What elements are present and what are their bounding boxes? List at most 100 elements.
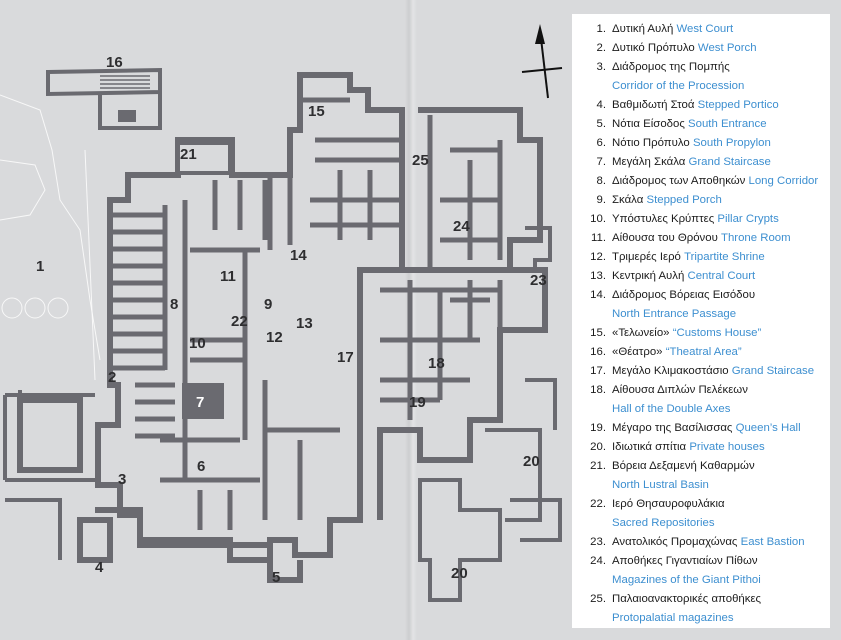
- legend-english-name: Corridor of the Procession: [612, 80, 745, 92]
- legend-number: 19.: [590, 422, 606, 434]
- map-label-18: 18: [428, 355, 445, 372]
- west-court-markings: [0, 94, 101, 381]
- legend-number: 24.: [590, 555, 606, 567]
- map-label-8: 8: [170, 296, 178, 313]
- map-label-20a: 20: [523, 453, 540, 470]
- legend-text: Δυτική Αυλή West Court: [612, 20, 824, 39]
- map-label-22: 22: [231, 313, 248, 330]
- legend-item: 5.Νότια Είσοδος South Entrance: [580, 115, 824, 134]
- map-label-9: 9: [264, 296, 272, 313]
- legend-number: 6.: [596, 137, 607, 149]
- legend-text: «Θέατρο» “Theatral Area”: [612, 343, 824, 362]
- legend-english-name: Private houses: [689, 441, 765, 453]
- legend-text: Βαθμιδωτή Στοά Stepped Portico: [612, 96, 824, 115]
- palace-plan-map[interactable]: 1 2 3 4 5 6 7 8 9 10 11 12 13 14 15 16 1…: [0, 0, 570, 640]
- map-label-19: 19: [409, 394, 426, 411]
- legend-item: 7.Μεγάλη Σκάλα Grand Staircase: [580, 153, 824, 172]
- legend-text: Υπόστυλες Κρύπτες Pillar Crypts: [612, 210, 824, 229]
- legend-number: 2.: [596, 42, 607, 54]
- map-label-17: 17: [337, 349, 354, 366]
- legend-english-name: Protopalatial magazines: [612, 612, 734, 624]
- legend-item: 4.Βαθμιδωτή Στοά Stepped Portico: [580, 96, 824, 115]
- legend-number: 10.: [590, 213, 606, 225]
- legend-english-name: Stepped Portico: [697, 99, 779, 111]
- legend-greek-name: Δυτική Αυλή: [612, 23, 674, 35]
- legend-english-name: Queen’s Hall: [735, 422, 801, 434]
- legend-greek-name: Διάδρομος της Πομπής: [612, 61, 730, 73]
- legend-number: 14.: [590, 289, 606, 301]
- legend-item: 13.Κεντρική Αυλή Central Court: [580, 267, 824, 286]
- legend-greek-name: Μέγαρο της Βασίλισσας: [612, 422, 733, 434]
- legend-text: Αίθουσα του Θρόνου Throne Room: [612, 229, 824, 248]
- legend-greek-name: Διάδρομος Βόρειας Εισόδου: [612, 289, 756, 301]
- legend-greek-name: Ιερό Θησαυροφυλάκια: [612, 498, 725, 510]
- legend-text: Τριμερές Ιερό Tripartite Shrine: [612, 248, 824, 267]
- legend-number: 16.: [590, 346, 606, 358]
- legend-english-name: North Lustral Basin: [612, 479, 709, 491]
- map-labels: 1 2 3 4 5 6 7 8 9 10 11 12 13 14 15 16 1…: [36, 54, 547, 586]
- legend-greek-name: «Θέατρο»: [612, 346, 663, 358]
- legend-item: 12. Τριμερές Ιερό Tripartite Shrine: [580, 248, 824, 267]
- north-arrow-icon: [521, 24, 563, 99]
- legend-item: 11. Αίθουσα του Θρόνου Throne Room: [580, 229, 824, 248]
- legend-english-name: South Entrance: [688, 118, 767, 130]
- legend-english-name: Stepped Porch: [646, 194, 722, 206]
- legend-item: 1. Δυτική Αυλή West Court: [580, 20, 824, 39]
- legend-greek-name: Αποθήκες Γιγαντιαίων Πίθων: [612, 555, 758, 567]
- legend-english-name: Pillar Crypts: [717, 213, 779, 225]
- legend-text: Δυτικό Πρόπυλο West Porch: [612, 39, 824, 58]
- legend-text: Σκάλα Stepped Porch: [612, 191, 824, 210]
- legend-greek-name: Ιδιωτικά σπίτια: [612, 441, 687, 453]
- legend-greek-name: Αίθουσα του Θρόνου: [612, 232, 718, 244]
- legend-english-name: Tripartite Shrine: [684, 251, 765, 263]
- legend-text: Νότια Είσοδος South Entrance: [612, 115, 824, 134]
- legend-greek-name: Δυτικό Πρόπυλο: [612, 42, 695, 54]
- legend-text: Διάδρομος των Αποθηκών Long Corridor: [612, 172, 824, 191]
- legend-text: Ιδιωτικά σπίτια Private houses: [612, 438, 824, 457]
- legend-item: 15.«Τελωνείο» “Customs House”: [580, 324, 824, 343]
- legend-item: 2. Δυτικό Πρόπυλο West Porch: [580, 39, 824, 58]
- legend-number: 8.: [596, 175, 607, 187]
- legend-greek-name: Νότια Είσοδος: [612, 118, 685, 130]
- legend-greek-name: «Τελωνείο»: [612, 327, 670, 339]
- legend-english-name: Long Corridor: [748, 175, 819, 187]
- legend-number: 25.: [590, 593, 606, 605]
- legend-number: 21.: [590, 460, 606, 472]
- palace-walls: [3, 72, 562, 602]
- map-label-10: 10: [189, 335, 206, 352]
- legend-english-name: Magazines of the Giant Pithoi: [612, 574, 761, 586]
- map-label-7: 7: [196, 394, 204, 411]
- legend-greek-name: Παλαιοανακτορικές αποθήκες: [612, 593, 762, 605]
- legend-text: Ανατολικός Προμαχώνας East Bastion: [612, 533, 824, 552]
- legend-number: 12.: [590, 251, 606, 263]
- map-label-11: 11: [220, 268, 236, 285]
- legend-english-name: Sacred Repositories: [612, 517, 715, 529]
- legend-number: 23.: [590, 536, 606, 548]
- legend-item: 23. Ανατολικός Προμαχώνας East Bastion: [580, 533, 824, 552]
- legend-text: Νότιο Πρόπυλο South Propylon: [612, 134, 824, 153]
- legend-number: 17.: [590, 365, 606, 377]
- legend-item: 16. «Θέατρο» “Theatral Area”: [580, 343, 824, 362]
- legend-english-name: South Propylon: [692, 137, 771, 149]
- legend-number: 13.: [590, 270, 606, 282]
- legend-greek-name: Βόρεια Δεξαμενή Καθαρμών: [612, 460, 755, 472]
- legend-text: Μεγάλη Σκάλα Grand Staircase: [612, 153, 824, 172]
- legend-number: 11.: [591, 232, 606, 244]
- legend-number: 1.: [596, 23, 607, 35]
- legend-english-name: Central Court: [687, 270, 756, 282]
- map-label-21: 21: [180, 146, 197, 163]
- legend-english-name: West Porch: [697, 42, 757, 54]
- legend-text: Μεγάλο Κλιμακοστάσιο Grand Staircase: [612, 362, 824, 381]
- legend-number: 9.: [596, 194, 607, 206]
